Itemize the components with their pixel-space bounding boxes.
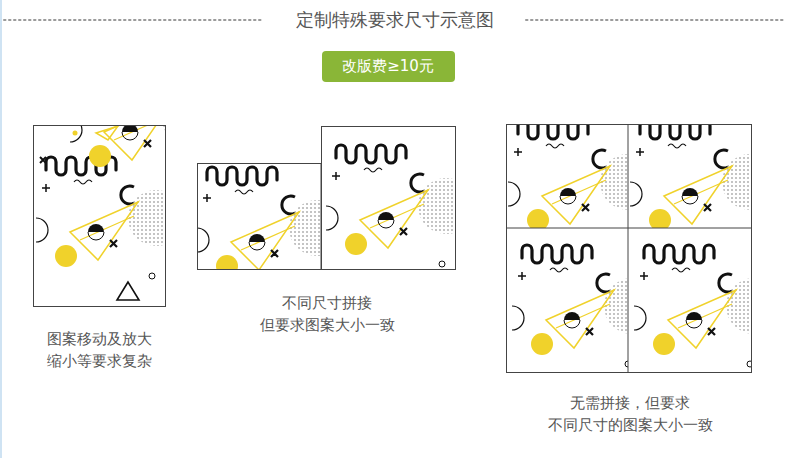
caption-text: 无需拼接，但要求 不同尺寸的图案大小一致 <box>520 392 740 436</box>
caption-text: 不同尺寸拼接 但要求图案大小一致 <box>247 292 407 336</box>
caption-text: 图案移动及放大 缩小等要求复杂 <box>40 328 158 372</box>
badge-text: 改版费≥10元 <box>342 56 434 76</box>
price-badge: 改版费≥10元 <box>322 51 455 82</box>
diagram-title: 定制特殊要求尺寸示意图 <box>296 8 494 32</box>
